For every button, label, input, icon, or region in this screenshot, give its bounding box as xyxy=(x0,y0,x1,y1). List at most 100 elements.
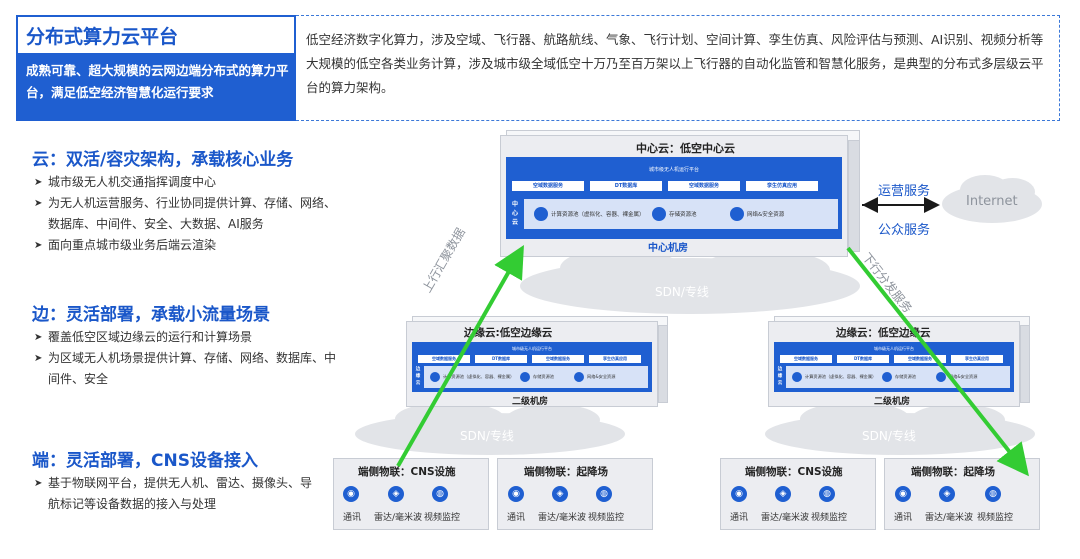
device-label: 视频监控 xyxy=(811,513,848,523)
edge-right-storage-resource: 存储资源池 xyxy=(882,369,932,385)
center-service-chip: 孪生仿真应用 xyxy=(746,181,818,191)
device-label: 雷达/毫米波 xyxy=(925,513,974,523)
edge-right-service-chip: DT数据库 xyxy=(837,355,889,363)
edge-left-side-label: 边缘云 xyxy=(415,367,421,386)
radar-icon: ◈ xyxy=(552,486,568,502)
center-title: 中心云：低空中心云 xyxy=(636,142,735,155)
center-compute-resource: 计算资源池（虚拟化、容器、裸金属） xyxy=(534,205,644,223)
center-side-label: 中心云 xyxy=(511,201,518,226)
tier-cloud-list: 城市级无人机交通指挥调度中心 为无人机运营服务、行业协同提供计算、存储、网络、数… xyxy=(34,172,344,256)
sdn-center-label: SDN/专线 xyxy=(655,285,709,299)
device-box-cns-left xyxy=(333,458,489,530)
edge-left-compute-resource: 计算资源池（虚拟化、容器、裸金属） xyxy=(430,369,516,385)
edge-left-box-side xyxy=(658,325,668,403)
camera-icon: ◍ xyxy=(985,486,1001,502)
description-panel xyxy=(296,15,1060,121)
edge-left-network-resource: 网络&安全资源 xyxy=(574,369,646,385)
camera-icon: ◍ xyxy=(432,486,448,502)
internet-cloud-puff xyxy=(990,178,1035,206)
center-service-chip: 空域数据服务 xyxy=(668,181,740,191)
page-description: 低空经济数字化算力，涉及空域、飞行器、航路航线、气象、飞行计划、空间计算、孪生仿… xyxy=(306,32,1044,95)
edge-right-service-chip: 孪生仿真应用 xyxy=(951,355,1003,363)
public-service-label: 公众服务 xyxy=(878,223,931,238)
edge-left-title: 边缘云:低空边缘云 xyxy=(464,327,553,339)
sdn-right-label: SDN/专线 xyxy=(862,429,916,443)
tier-end-heading: 端：灵活部署，CNS设备接入 xyxy=(32,451,258,471)
shield-icon xyxy=(936,372,946,382)
edge-left-resource-row xyxy=(424,366,648,388)
list-item: 城市级无人机交通指挥调度中心 xyxy=(34,172,344,193)
compute-icon xyxy=(792,372,802,382)
storage-icon xyxy=(520,372,530,382)
device-title: 端侧物联：起降场 xyxy=(911,466,995,478)
edge-right-compute-resource: 计算资源池（虚拟化、容器、裸金属） xyxy=(792,369,878,385)
device-label: 通讯 xyxy=(730,513,749,523)
edge-right-service-chip: 空域数据服务 xyxy=(780,355,832,363)
sdn-cloud-left-puff xyxy=(395,402,505,436)
edge-right-platform-label: 城市级无人机运行平台 xyxy=(874,346,914,351)
signal-icon: ◉ xyxy=(731,486,747,502)
device-label: 视频监控 xyxy=(424,513,461,523)
list-item: 基于物联网平台，提供无人机、雷达、摄像头、导航标记等设备数据的接入与处理 xyxy=(34,473,314,515)
radar-icon: ◈ xyxy=(775,486,791,502)
edge-left-service-chip: DT数据库 xyxy=(475,355,527,363)
edge-left-service-chip: 孪生仿真应用 xyxy=(589,355,641,363)
device-label: 视频监控 xyxy=(977,513,1014,523)
radar-icon: ◈ xyxy=(939,486,955,502)
center-platform-label: 城市级无人机运行平台 xyxy=(648,167,699,173)
page-title: 分布式算力云平台 xyxy=(26,26,179,48)
radar-icon: ◈ xyxy=(388,486,404,502)
list-item: 面向重点城市级业务后端云渲染 xyxy=(34,235,344,256)
center-storage-resource: 存储资源池 xyxy=(652,205,724,223)
edge-left-service-chip: 空域数据服务 xyxy=(418,355,470,363)
device-title: 端侧物联：CNS设施 xyxy=(358,466,456,478)
compute-icon xyxy=(430,372,440,382)
page-subtitle: 成熟可靠、超大规模的云网边端分布式的算力平台，满足低空经济智慧化运行要求 xyxy=(26,63,289,100)
edge-right-room-label: 二级机房 xyxy=(874,397,911,407)
edge-left-storage-resource: 存储资源池 xyxy=(520,369,570,385)
edge-right-service-chip: 空域数据服务 xyxy=(894,355,946,363)
edge-left-service-chip: 空域数据服务 xyxy=(532,355,584,363)
camera-icon: ◍ xyxy=(819,486,835,502)
device-label: 雷达/毫米波 xyxy=(374,513,423,523)
device-title: 端侧物联：CNS设施 xyxy=(745,466,843,478)
center-service-chip: DT数据库 xyxy=(590,181,662,191)
sdn-cloud-left-puff xyxy=(505,404,600,436)
device-label: 雷达/毫米波 xyxy=(761,513,810,523)
storage-icon xyxy=(652,207,666,221)
list-item: 覆盖低空区域边缘云的运行和计算场景 xyxy=(34,327,344,348)
sdn-cloud-right-puff xyxy=(800,402,910,436)
edge-right-title: 边缘云：低空边缘云 xyxy=(836,327,931,339)
device-label: 雷达/毫米波 xyxy=(538,513,587,523)
camera-icon: ◍ xyxy=(596,486,612,502)
signal-icon: ◉ xyxy=(508,486,524,502)
edge-left-platform-label: 城市级无人机运行平台 xyxy=(512,346,552,351)
device-label: 通讯 xyxy=(343,513,362,523)
edge-right-side-label: 边缘云 xyxy=(777,367,783,386)
device-label: 通讯 xyxy=(507,513,526,523)
device-title: 端侧物联：起降场 xyxy=(524,466,608,478)
signal-icon: ◉ xyxy=(895,486,911,502)
shield-icon xyxy=(730,207,744,221)
ops-service-label: 运营服务 xyxy=(878,184,931,199)
internet-label: Internet xyxy=(966,194,1018,209)
sdn-left-label: SDN/专线 xyxy=(460,429,514,443)
shield-icon xyxy=(574,372,584,382)
edge-left-room-label: 二级机房 xyxy=(512,397,549,407)
signal-icon: ◉ xyxy=(343,486,359,502)
device-label: 视频监控 xyxy=(588,513,625,523)
list-item: 为区域无人机场景提供计算、存储、网络、数据库、中间件、安全 xyxy=(34,348,344,390)
downlink-arrow xyxy=(846,246,1029,477)
center-resource-row xyxy=(524,199,838,229)
storage-icon xyxy=(882,372,892,382)
tier-edge-list: 覆盖低空区域边缘云的运行和计算场景 为区域无人机场景提供计算、存储、网络、数据库… xyxy=(34,327,344,390)
center-box-side xyxy=(848,140,860,252)
tier-end-list: 基于物联网平台，提供无人机、雷达、摄像头、导航标记等设备数据的接入与处理 xyxy=(34,473,314,515)
device-label: 通讯 xyxy=(894,513,913,523)
tier-edge-heading: 边：灵活部署，承载小流量场景 xyxy=(32,305,270,325)
uplink-arrow xyxy=(396,245,524,467)
list-item: 为无人机运营服务、行业协同提供计算、存储、网络、数据库、中间件、安全、大数据、A… xyxy=(34,193,344,235)
center-room-label: 中心机房 xyxy=(648,243,688,254)
header-title-box xyxy=(16,15,296,55)
